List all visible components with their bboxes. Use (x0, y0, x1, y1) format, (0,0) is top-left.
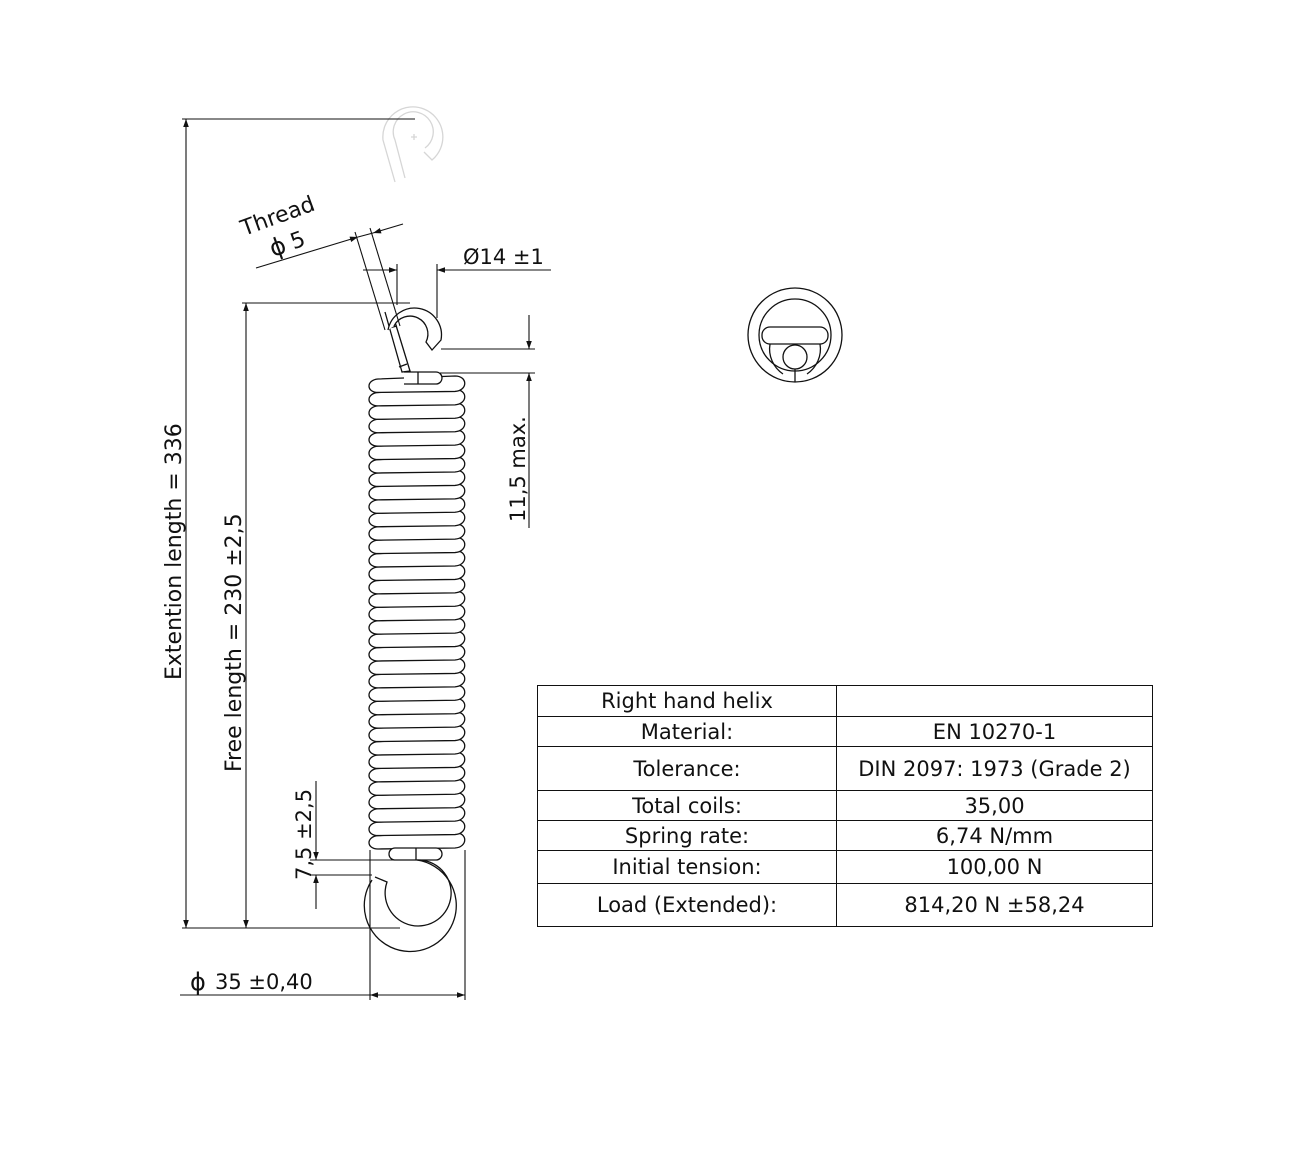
end-gap-label: 7,5 ±2,5 (292, 789, 316, 880)
hook-gap-label: 11,5 max. (506, 416, 530, 522)
table-row: Tolerance:DIN 2097: 1973 (Grade 2) (537, 746, 1153, 791)
spec-value (836, 685, 1153, 717)
spring-coils (368, 375, 466, 850)
spec-key: Tolerance: (537, 746, 837, 791)
spec-key: Initial tension: (537, 850, 837, 884)
svg-text:5: 5 (287, 227, 309, 255)
dimension-lines (180, 118, 551, 1000)
table-row: Spring rate:6,74 N/mm (537, 820, 1153, 851)
free-length-label: Free length = 230 ±2,5 (222, 513, 247, 772)
end-view (747, 287, 843, 383)
extension-length-label: Extention length = 336 (162, 423, 187, 680)
spec-value: 814,20 N ±58,24 (836, 883, 1153, 927)
diameter-symbol-icon: ϕ (265, 231, 289, 263)
spec-value: DIN 2097: 1973 (Grade 2) (836, 746, 1153, 791)
spec-key: Total coils: (537, 790, 837, 821)
spec-key: Right hand helix (537, 685, 837, 717)
spec-value: 35,00 (836, 790, 1153, 821)
spec-key: Spring rate: (537, 820, 837, 851)
hook-dia-label: Ø14 ±1 (463, 245, 544, 269)
bottom-hook (363, 847, 457, 953)
watermark-logo-icon (382, 106, 444, 183)
spec-value: 6,74 N/mm (836, 820, 1153, 851)
spec-value: EN 10270-1 (836, 716, 1153, 747)
table-row: Right hand helix (537, 685, 1153, 717)
spec-key: Load (Extended): (537, 883, 837, 927)
table-row: Total coils:35,00 (537, 790, 1153, 821)
top-hook (384, 307, 443, 385)
table-row: Material:EN 10270-1 (537, 716, 1153, 747)
outer-dia-label: 35 ±0,40 (215, 970, 313, 994)
spec-key: Material: (537, 716, 837, 747)
table-row: Load (Extended):814,20 N ±58,24 (537, 883, 1153, 927)
diameter-symbol-icon: ϕ (190, 968, 206, 996)
spec-value: 100,00 N (836, 850, 1153, 884)
spec-table: Right hand helix Material:EN 10270-1 Tol… (537, 685, 1153, 927)
table-row: Initial tension:100,00 N (537, 850, 1153, 884)
